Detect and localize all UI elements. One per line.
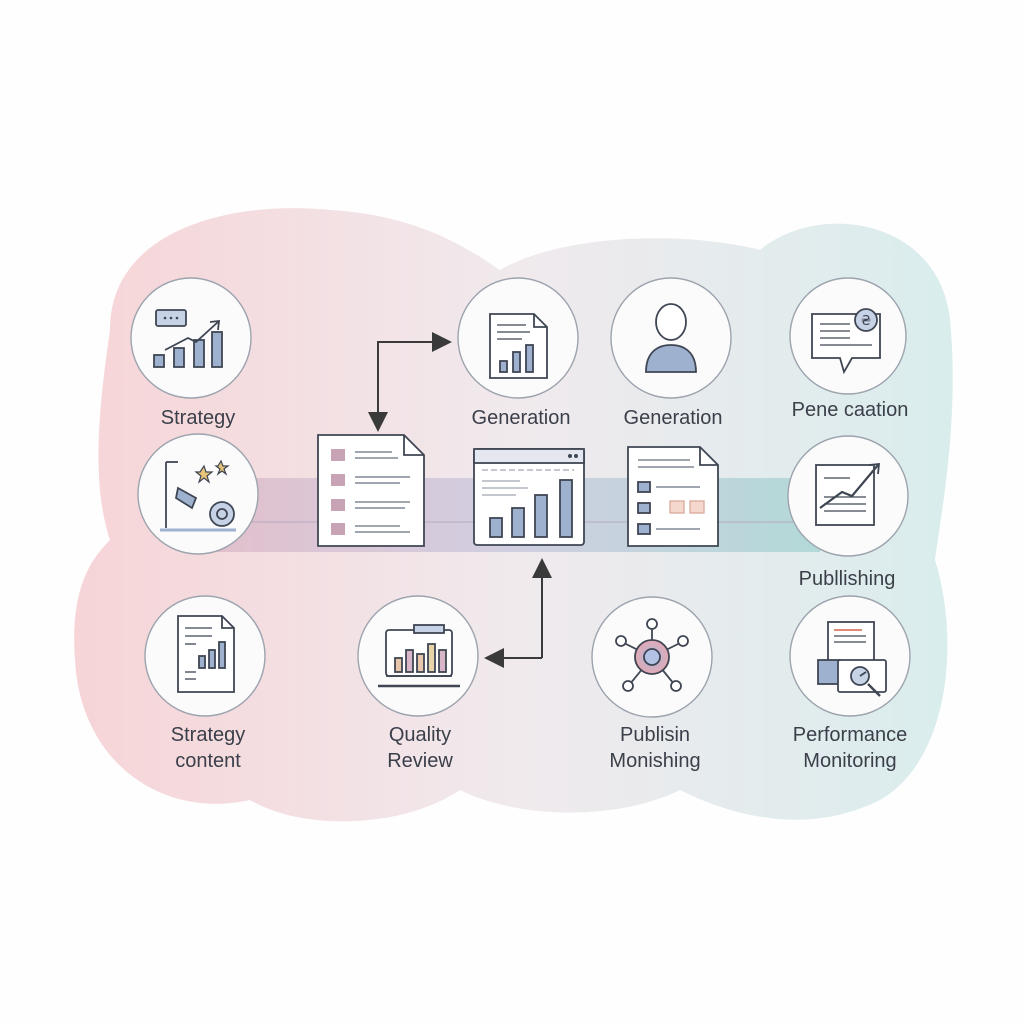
browser-chart-icon [473,448,585,546]
report-icon [177,615,235,693]
chart-growth-icon [153,309,223,368]
node-circle-strategy [130,277,252,399]
network-hub-icon [615,618,689,692]
machine-icon [160,459,236,532]
document-chart-icon [489,313,548,379]
label-generation-person: Generation [623,407,723,429]
svg-text:₴: ₴ [861,314,871,329]
label-pene-caation: Pene caation [791,399,909,421]
dashboard-icon [817,621,887,697]
label-strategy: Strategy [160,407,236,429]
chat-document-icon: ₴ [811,308,881,375]
list-document-icon [317,434,425,547]
checklist-document-icon [627,446,719,547]
trend-document-icon [815,462,881,526]
flow-arrows [368,332,552,668]
person-icon [645,303,697,373]
label-publishing: Publlishing [798,568,896,590]
laptop-chart-icon [378,624,460,688]
node-circle-machine [137,433,259,555]
label-generation-doc: Generation [471,407,571,429]
